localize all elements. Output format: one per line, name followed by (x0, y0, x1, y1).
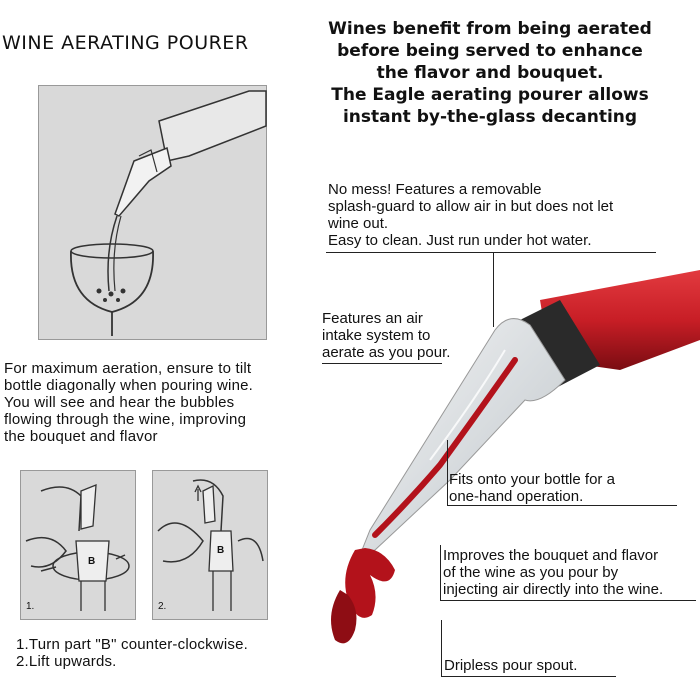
leader-line (440, 600, 696, 601)
part-b-label: B (217, 545, 225, 556)
page-title: WINE AERATING POURER (2, 32, 249, 54)
headline: Wines benefit from being aerated before … (300, 18, 680, 128)
leader-line (493, 252, 494, 327)
callout-line: Improves the bouquet and flavor (443, 547, 659, 564)
headline-line: the flavor and bouquet. (376, 63, 604, 83)
callout-line: aerate as you pour. (322, 344, 451, 361)
callout-improves: Improves the bouquet and flavor of the w… (443, 547, 699, 598)
callout-line: of the wine as you pour by (443, 564, 619, 581)
step-line: 1.Turn part "B" counter-clockwise. (16, 636, 248, 653)
callout-line: intake system to (322, 327, 431, 344)
headline-line: Wines benefit from being aerated (328, 19, 652, 39)
part-b-label: B (88, 556, 96, 567)
callout-fits-bottle: Fits onto your bottle for a one-hand ope… (449, 471, 679, 505)
hand-turning-drawing (25, 484, 130, 611)
step-instructions: 1.Turn part "B" counter-clockwise. 2.Lif… (16, 636, 306, 670)
pouring-illustration (38, 85, 267, 340)
leader-line (447, 505, 677, 506)
headline-line: The Eagle aerating pourer allows (331, 85, 649, 105)
callout-line: No mess! Features a removable (328, 181, 542, 198)
callout-line: Features an air (322, 310, 423, 327)
leader-line (326, 252, 656, 253)
leader-line (441, 676, 616, 677)
callout-dripless: Dripless pour spout. (444, 657, 644, 674)
leader-line (440, 545, 441, 600)
callout-splash-guard: No mess! Features a removable splash-gua… (328, 181, 668, 249)
tilt-line: flowing through the wine, improving (4, 411, 247, 428)
tilt-instructions: For maximum aeration, ensure to tilt bot… (4, 360, 304, 445)
pourer-product-image (331, 270, 700, 644)
tilt-line: For maximum aeration, ensure to tilt (4, 360, 252, 377)
step-1-number: 1. (26, 601, 35, 612)
step-2-number: 2. (158, 601, 167, 612)
step-2-illustration: B 2. (152, 470, 268, 620)
callout-line: splash-guard to allow air in but does no… (328, 198, 614, 215)
leader-line (441, 620, 442, 676)
tilt-line: You will see and hear the bubbles (4, 394, 235, 411)
headline-line: instant by-the-glass decanting (342, 107, 638, 127)
step-1-illustration: B 1. (20, 470, 136, 620)
callout-air-intake: Features an air intake system to aerate … (322, 310, 492, 361)
tilt-line: bottle diagonally when pouring wine. (4, 377, 254, 394)
hand-lifting-drawing (157, 479, 264, 611)
callout-line: Dripless pour spout. (444, 657, 578, 674)
callout-line: one-hand operation. (449, 488, 584, 505)
callout-line: wine out. (328, 215, 389, 232)
callout-line: Easy to clean. Just run under hot water. (328, 232, 592, 249)
tilt-line: the bouquet and flavor (4, 428, 158, 445)
callout-line: injecting air directly into the wine. (443, 581, 664, 598)
leader-line (322, 363, 442, 364)
callout-line: Fits onto your bottle for a (449, 471, 615, 488)
headline-line: before being served to enhance (337, 41, 643, 61)
step-line: 2.Lift upwards. (16, 653, 117, 670)
leader-line (447, 440, 448, 505)
bottle-and-glass-drawing (70, 90, 267, 336)
